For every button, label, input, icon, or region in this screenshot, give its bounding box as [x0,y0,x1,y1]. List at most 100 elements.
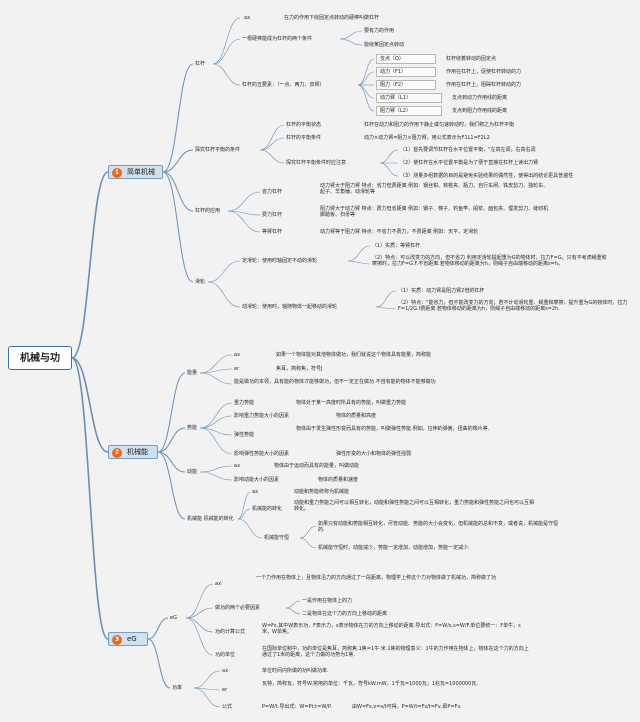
node-lever-def-key: ax [244,15,251,21]
connector-line [212,63,241,86]
connector-line [162,149,194,173]
section-simple-machines[interactable]: 1 简单机械 [108,165,163,179]
node-pulley[interactable]: 滑轮 [195,279,206,285]
connector-line [237,508,251,520]
node-mech-conservation[interactable]: 机械能守恒 [264,535,290,541]
connector-line [193,670,221,689]
node-power[interactable]: 功率 [172,685,183,691]
node-kinetic-factors[interactable]: 影响动能大小的因素 [234,477,280,483]
connector-line [357,84,375,112]
node-balance-attention[interactable]: 探究杠杆平衡条件时应注意 [286,160,347,166]
elastic-pe-factors-desc: 弹性形变的大小和物体的弹性强弱 [336,451,412,457]
node-balance-condition[interactable]: 杠杆的平衡条件 [286,135,322,141]
connector-line [375,290,397,308]
node-explore-balance[interactable]: 探究杠杆平衡的条件 [195,147,241,153]
node-balance-state[interactable]: 杠杆的平衡状态 [286,122,322,128]
element-desc-effort: 作用在杠杆上，促使杠杆转动的力 [446,69,522,75]
connector-line [285,607,301,615]
node-work-factors[interactable]: 做功的两个必要因素 [215,605,261,611]
connector-line [347,245,371,262]
root-node[interactable]: 机械与功 [8,346,72,370]
node-energy-def-key: ax [234,352,241,358]
node-balance-condition-text: 动力×动力臂=阻力×阻力臂，用公式表示为F1L1=F2L2 [364,135,490,141]
fixed-pulley-essence: （1）实质：等臂杠杆 [372,243,421,249]
element-desc-fulcrum: 杠杆绕着转动的固定点 [446,56,497,62]
work-factor-1: 一是作用在物体上的力 [302,598,353,604]
section-number-badge: 1 [112,167,122,178]
node-lever[interactable]: 杠杆 [195,61,206,67]
equal-arm-lever-desc: 动力臂等于阻力臂 特点：不省力不费力，不费距离 例如：天平、定滑轮 [320,229,479,235]
node-kinetic-energy[interactable]: 动能 [187,469,198,475]
elastic-pe-desc: 物体由于发生弹性形变而具有的势能，叫做弹性势能.例如，拉伸的弹簧，扭曲的橡片等. [296,426,490,432]
node-work-formula[interactable]: 功的计算公式 [215,629,246,635]
energy-unit-text: 焦耳，简称焦，符号J [276,366,323,372]
section-label: 简单机械 [127,168,155,176]
node-mech-conversion[interactable]: 机械能的转化 [252,506,283,512]
connector-line [212,17,241,65]
power-formula-1: P=W/t.导出式：W=Pt;t=W/P. [262,704,332,710]
connector-line [199,354,233,374]
node-mech-def-key: ax [252,489,259,495]
node-energy[interactable]: 能量 [187,370,198,376]
node-elastic-pe-factors[interactable]: 影响弹性势能大小的因素 [234,451,290,457]
connector-line [285,600,301,609]
section-number-badge: 3 [112,634,122,645]
node-lever-elements[interactable]: 杠杆的五要素：（一点、两力、双臂） [242,82,325,88]
connector-line [147,617,169,640]
node-potential-energy[interactable]: 势能 [187,425,198,431]
connector-line [227,210,261,233]
connector-line [199,368,233,374]
kinetic-factors-text: 物体的质量和速度 [318,477,359,483]
connector-line [185,607,214,619]
connector-line [199,372,233,385]
node-moving-pulley[interactable]: 动滑轮：使用时，轴随物体一起移动的滑轮 [242,304,338,310]
node-power-def-key: ax [222,668,229,674]
fixed-pulley-feature: （2）特点：可以改变力的方向，但不省力 利用定滑轮提起重为G的物体时，拉力F=G… [372,255,607,267]
attention-item-1: （1）首先要调节杠杆在水平位置平衡，"左高左调，右高右调 [400,147,536,153]
node-work-unit[interactable]: 功的单位 [215,652,236,658]
connector-line [379,149,399,164]
energy-note: 能是做功的本领，具有能的物体才能够做功，但不一定正在做功.不自有能的物体不能够做… [234,379,436,385]
node-work[interactable]: eG [170,615,177,621]
connector-line [157,372,186,453]
element-desc-effort-arm: 支点到动力作用线的距离 [452,95,508,101]
power-formula-2: 由W=Fs,v=s/t可得，P=W/t=Fs/t=Fv,即P=Fv. [352,704,462,710]
connector-line [157,451,186,473]
section-work[interactable]: 3 eG [108,632,148,646]
node-gravitational-pe[interactable]: 重力势能 [234,400,255,406]
element-name-load: 阻力（F2） [376,80,436,90]
node-mechanical-energy[interactable]: 机械能 机械能的转化 [187,516,234,522]
node-equal-arm-lever[interactable]: 等臂杠杆 [262,229,283,235]
node-lever-conditions[interactable]: 一根硬棒能成为杠杆的两个条件 [242,36,313,42]
node-power-formula[interactable]: 公式 [222,704,233,710]
energy-def-text: 如果一个物体能对其他物体做功，我们就说这个物体具有能量，简称能 [276,352,432,358]
connector-line [339,30,363,40]
connector-line [237,491,251,520]
node-gravitational-pe-factors[interactable]: 影响重力势能大小的因素 [234,413,290,419]
section-mechanical-energy[interactable]: 2 机械能 [108,445,158,459]
connector-line [259,137,285,151]
element-name-effort: 动力（F1） [376,67,436,77]
node-lever-cond-1: 要有力的作用 [364,28,395,34]
connector-line [379,162,399,177]
element-desc-load: 作用在杠杆上，阻碍杠杆转动的力 [446,82,522,88]
node-force-saving-lever[interactable]: 省力杠杆 [262,189,283,195]
connector-line [71,171,109,359]
connector-line [227,191,261,212]
work-def-text: 一个力作用在物体上，且物体沿力的方向通过了一段距离，物理学上称这个力对物体做了机… [256,575,497,581]
mech-conservation-2: 机械能守恒时，动能减少，势能一定增加，动能增加，势能一定减少. [318,545,470,551]
node-elastic-pe[interactable]: 弹性势能 [234,432,255,438]
connector-line [162,171,194,212]
node-energy-unit-key: er [234,366,240,372]
attention-item-2: （2）使杠杆在水平位置平衡是为了便于直接在杠杆上读出力臂 [400,160,539,166]
section-label: eG [127,635,137,643]
node-work-def-key: ax [215,581,222,587]
connector-line [157,451,186,520]
element-name-effort-arm: 动力臂（L1） [376,93,442,103]
connector-line [157,427,186,453]
connector-line [185,617,214,656]
node-lever-application[interactable]: 杠杆的应用 [195,208,221,214]
node-force-costing-lever[interactable]: 费力杠杆 [262,212,283,218]
node-fixed-pulley[interactable]: 定滑轮：使用时轴固定不动的滑轮 [242,258,318,264]
